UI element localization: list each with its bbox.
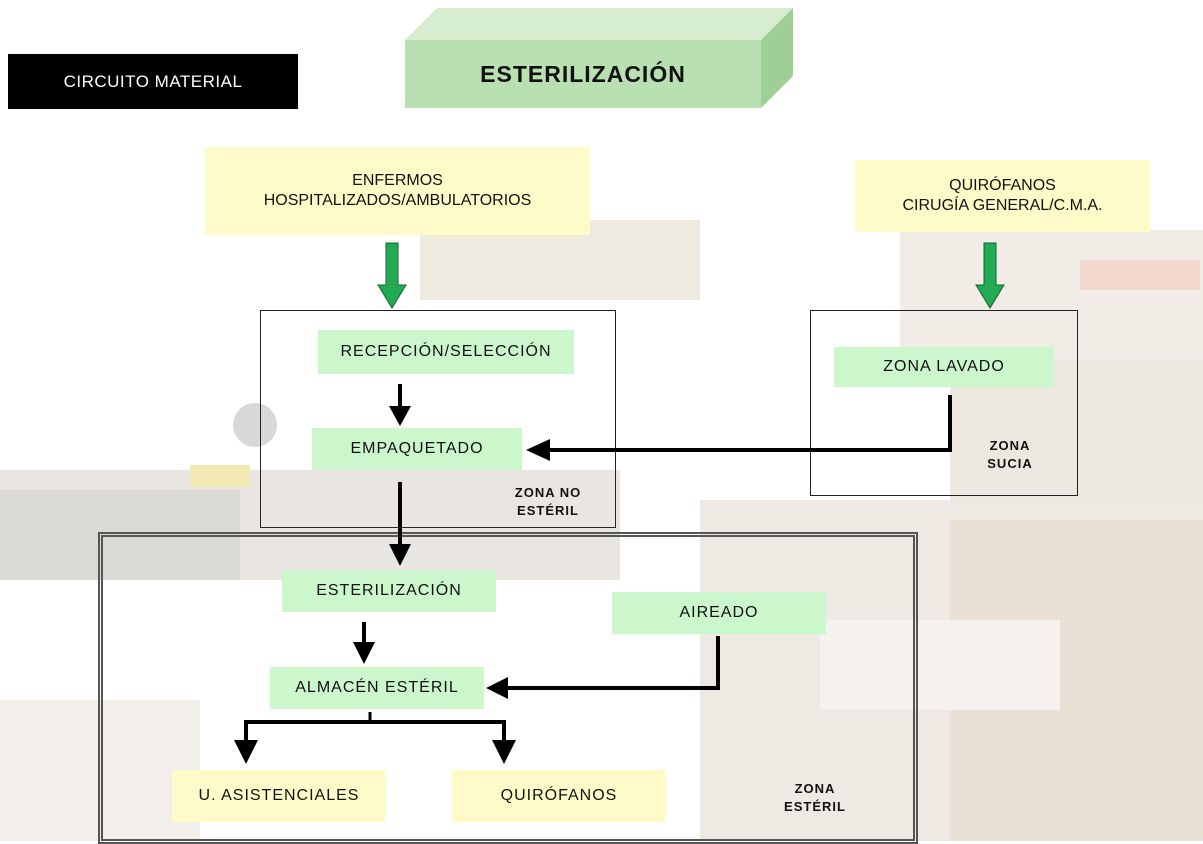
arrow-reception-to-packaging xyxy=(389,384,411,426)
inbound-arrow-patients xyxy=(377,242,407,309)
non-sterile-zone xyxy=(260,310,616,528)
operating-theatres-node: QUIRÓFANOS xyxy=(452,770,666,822)
operating-rooms-source: QUIRÓFANOS CIRUGÍA GENERAL/C.M.A. xyxy=(855,160,1150,232)
sterile-zone-label: ZONA ESTÉRIL xyxy=(784,781,846,814)
arrow-storage-split xyxy=(234,712,516,764)
packaging-node: EMPAQUETADO xyxy=(312,428,522,470)
title-box xyxy=(405,8,793,108)
dirty-zone-label: ZONA SUCIA xyxy=(987,438,1033,471)
arrow-packaging-to-sterilization xyxy=(389,482,411,566)
page-title: ESTERILIZACIÓN xyxy=(480,60,686,87)
arrow-washing-to-packaging xyxy=(526,395,952,461)
dirty-zone xyxy=(810,310,1078,496)
washing-node: ZONA LAVADO xyxy=(834,347,1054,387)
reception-node: RECEPCIÓN/SELECCIÓN xyxy=(318,330,574,374)
care-units-node: U. ASISTENCIALES xyxy=(172,770,386,822)
circuit-tag: CIRCUITO MATERIAL xyxy=(8,54,298,109)
sterilization-node: ESTERILIZACIÓN xyxy=(282,570,496,612)
patients-source: ENFERMOS HOSPITALIZADOS/AMBULATORIOS xyxy=(205,147,590,235)
arrow-aeration-to-storage xyxy=(486,636,720,699)
storage-node: ALMACÉN ESTÉRIL xyxy=(270,667,484,709)
aeration-node: AIREADO xyxy=(612,592,826,634)
non-sterile-zone-label: ZONA NO ESTÉRIL xyxy=(514,485,582,518)
arrow-sterilization-to-storage xyxy=(353,622,375,664)
inbound-arrow-operating-rooms xyxy=(975,242,1005,309)
